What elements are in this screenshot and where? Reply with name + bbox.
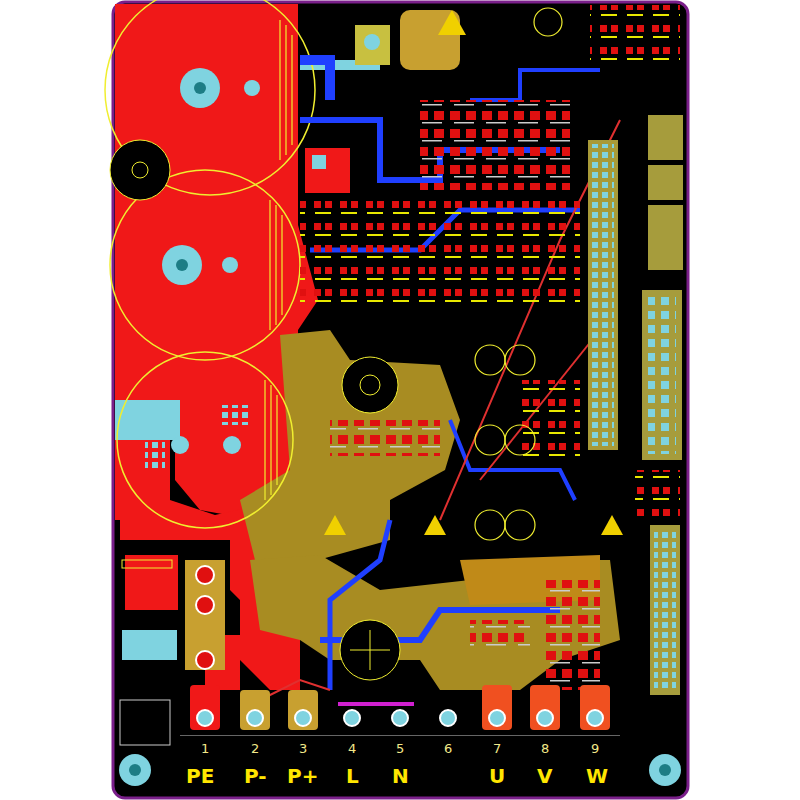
capacitor-pad: [162, 245, 202, 285]
component-outline: [122, 560, 172, 568]
terminal-pad: [580, 685, 610, 730]
smd-components: [300, 195, 580, 305]
terminal-pad: [530, 685, 560, 730]
component-pad: [355, 25, 390, 65]
connector: [648, 165, 683, 200]
warning-symbol: [601, 515, 623, 535]
connector: [648, 115, 683, 160]
terminal-pad: [190, 685, 220, 730]
drill-hole: [129, 764, 141, 776]
pin-number: 1: [201, 742, 209, 755]
pin-number: 7: [493, 742, 501, 755]
component-pad: [312, 155, 326, 169]
warning-symbol: [438, 10, 466, 35]
connector: [648, 205, 683, 270]
ic-pins: [654, 530, 676, 690]
pin-number: 8: [541, 742, 549, 755]
smd-components: [520, 380, 580, 460]
component-outline: [340, 620, 400, 680]
header-pins: [648, 296, 676, 454]
component-outline: [360, 375, 380, 395]
mounting-hole: [132, 162, 148, 178]
terminal-label: PE: [186, 766, 214, 786]
drill-hole: [196, 596, 214, 614]
pin-number: 6: [444, 742, 452, 755]
copper-pour: [240, 330, 460, 565]
pin-number: 4: [348, 742, 356, 755]
capacitor-outline: [475, 345, 505, 375]
ic-package: [650, 525, 680, 695]
terminal-holes: [197, 710, 603, 726]
smd-components: [590, 5, 680, 65]
capacitor-outline: [505, 425, 535, 455]
board-outline: [113, 2, 688, 798]
terminal-label: P-: [244, 766, 267, 786]
drill-hole: [364, 34, 380, 50]
copper-pour: [115, 4, 318, 520]
capacitor-pad: [222, 257, 238, 273]
trace: [300, 60, 330, 100]
mounting-hole: [649, 754, 681, 786]
capacitor-pad: [244, 80, 260, 96]
mounting-hole: [119, 754, 151, 786]
capacitor-outline: [505, 345, 535, 375]
capacitor-hatching: [265, 20, 292, 500]
smd-components: [540, 580, 600, 690]
capacitor-outline: [117, 352, 293, 528]
component-outline: [120, 700, 170, 745]
warning-symbol: [424, 515, 446, 535]
terminal-pad: [482, 685, 512, 730]
capacitor-outline: [475, 425, 505, 455]
silkscreen-bar: [338, 702, 414, 706]
pin-number: 3: [299, 742, 307, 755]
drill-hole: [176, 259, 188, 271]
drill-hole: [194, 82, 206, 94]
drill-hole: [196, 651, 214, 669]
pin-number: 2: [251, 742, 259, 755]
smd-components: [420, 100, 570, 190]
via-array: [145, 430, 165, 470]
capacitor-pad: [223, 436, 241, 454]
terminal-label: P+: [287, 766, 318, 786]
component-outline: [342, 357, 398, 413]
smd-components: [635, 470, 680, 520]
component-outline: [350, 630, 390, 670]
trace: [480, 330, 600, 480]
terminal-pad: [240, 690, 270, 730]
trace: [470, 70, 600, 100]
capacitor-pad: [171, 436, 189, 454]
smd-components: [470, 620, 530, 650]
relay-pad: [185, 560, 225, 670]
smd-components: [330, 420, 440, 456]
pin-number: 9: [591, 742, 599, 755]
capacitor-outline: [475, 510, 505, 540]
component-outline: [534, 8, 562, 36]
pin-number: 5: [396, 742, 404, 755]
warning-symbol: [324, 515, 346, 535]
mounting-hole: [110, 140, 170, 200]
terminal-label: V: [537, 766, 552, 786]
component-pad: [305, 148, 350, 193]
silkscreen-line: [180, 735, 620, 736]
terminal-pad: [288, 690, 318, 730]
header-pins: [592, 144, 614, 446]
terminal-label: L: [346, 766, 359, 786]
copper-pour: [125, 555, 178, 610]
drill-hole: [659, 764, 671, 776]
copper-pour: [250, 555, 620, 690]
terminal-label: U: [489, 766, 505, 786]
terminal-label: W: [586, 766, 608, 786]
header-connector: [642, 290, 682, 460]
via-array: [220, 405, 250, 425]
drill-hole: [196, 566, 214, 584]
capacitor-pad: [180, 68, 220, 108]
header-connector: [588, 140, 618, 450]
component-pad: [122, 630, 177, 660]
capacitor-outline: [505, 510, 535, 540]
terminal-label: N: [392, 766, 409, 786]
